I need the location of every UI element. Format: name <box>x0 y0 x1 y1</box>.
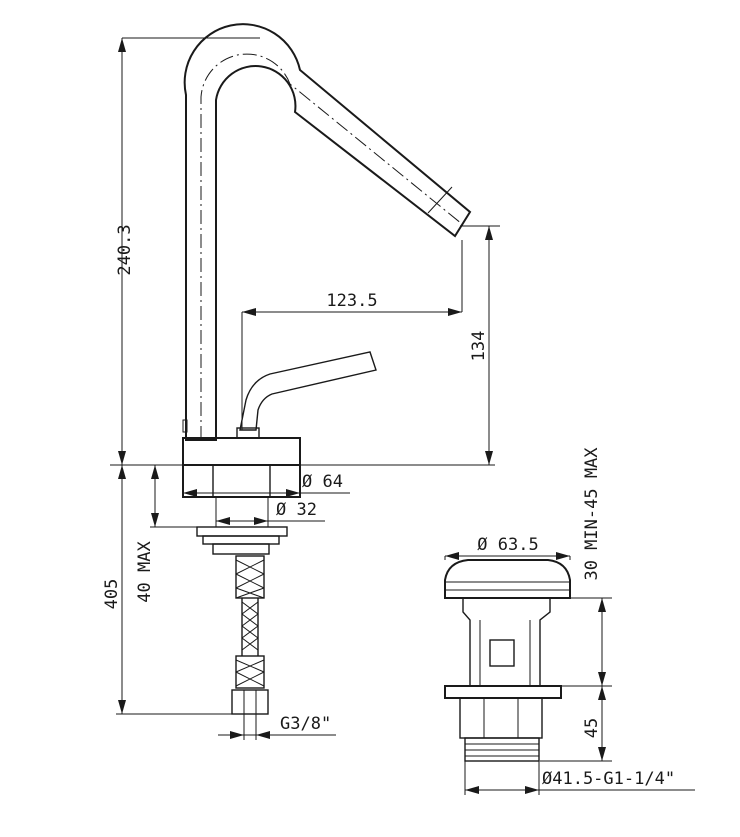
braided-hose <box>231 555 269 715</box>
lever-handle <box>239 351 377 431</box>
dim-spout-reach: 123.5 <box>326 291 377 311</box>
spout-centerline <box>200 53 463 440</box>
fixing-nut <box>196 526 288 537</box>
waste-body <box>462 598 551 687</box>
dim-base-diameter: Ø 64 <box>302 472 343 492</box>
dim-max-deck: 40 MAX <box>135 541 155 603</box>
spout <box>183 23 472 441</box>
dim-waste-height: 45 <box>582 718 602 738</box>
faucet-shank <box>182 464 301 498</box>
waste-flange <box>444 685 562 699</box>
dim-waste-thread: Ø41.5-G1-1/4" <box>542 769 675 789</box>
waste-cap <box>444 559 571 599</box>
faucet-dimensions: 240.3 123.5 134 Ø 64 Ø 32 40 MAX <box>102 37 500 740</box>
dim-hose-thread: G3/8" <box>280 714 331 734</box>
dim-hose-length: 405 <box>102 579 122 610</box>
waste-nut <box>459 697 543 739</box>
faucet-drawing <box>182 23 472 715</box>
faucet-base <box>182 437 301 466</box>
dim-spout-height: 134 <box>469 331 489 362</box>
dim-waste-min-max: 30 MIN-45 MAX <box>582 447 602 581</box>
dim-total-height: 240.3 <box>115 224 135 275</box>
waste-dimensions: Ø 63.5 30 MIN-45 MAX 45 Ø41.5-G1-1/4" <box>444 447 695 795</box>
dim-waste-diameter: Ø 63.5 <box>477 535 538 555</box>
dim-shank-diameter: Ø 32 <box>276 500 317 520</box>
waste-drawing <box>444 559 571 762</box>
